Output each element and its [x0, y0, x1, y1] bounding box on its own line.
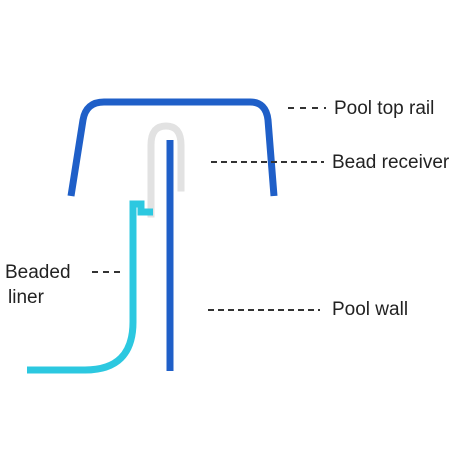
pool-top-rail-shape: [67, 98, 278, 197]
beaded-liner-label-line2: liner: [8, 287, 44, 308]
pool-top-rail-label: Pool top rail: [334, 98, 435, 119]
bead-receiver-shape: [147, 122, 185, 218]
beaded-liner-label-line1: Beaded: [5, 262, 71, 283]
bead-receiver-label: Bead receiver: [332, 152, 450, 173]
pool-wall-label: Pool wall: [332, 299, 409, 320]
beaded-liner-shape: [27, 200, 153, 374]
